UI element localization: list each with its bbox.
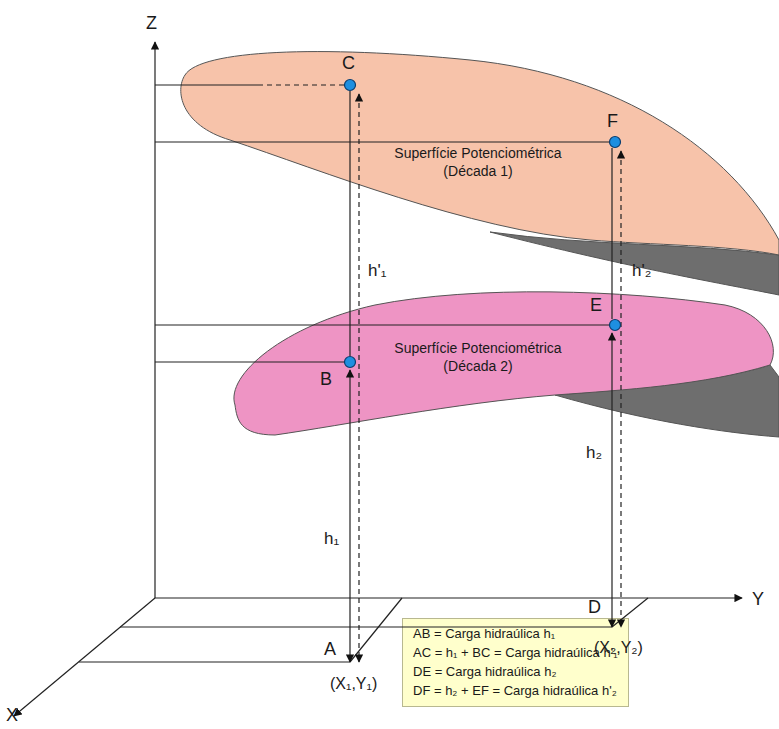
point-label: E xyxy=(590,296,602,314)
y-axis xyxy=(155,597,742,598)
point-dot xyxy=(345,80,356,91)
point-label: C xyxy=(342,54,355,72)
axis-label: Y xyxy=(752,590,764,608)
point-dot xyxy=(610,137,621,148)
surface-top xyxy=(234,292,773,435)
note-box: AB = Carga hidraúlica h₁AC = h₁ + BC = C… xyxy=(402,618,629,707)
leader-line xyxy=(155,361,344,362)
potentiometric-surface: Superfície Potenciométrica (Década 2) xyxy=(225,285,779,450)
potentiometric-surface: Superfície Potenciométrica (Década 1) xyxy=(170,40,779,298)
vertical-line xyxy=(611,148,612,319)
note-line: AB = Carga hidraúlica h₁ xyxy=(413,625,618,644)
note-line: DF = h₂ + EF = Carga hidraúlica h'₂ xyxy=(413,682,618,701)
leader-line xyxy=(155,141,609,142)
ground-line xyxy=(612,598,648,627)
point-label: D xyxy=(588,598,601,616)
x-axis xyxy=(14,598,155,716)
surface-label: Superfície Potenciométrica (Década 2) xyxy=(373,339,583,375)
leader-line xyxy=(155,84,258,85)
head-arrow xyxy=(611,333,612,627)
coordinate-label: (X₁,Y₁) xyxy=(330,676,377,692)
head-label: h₂ xyxy=(586,444,602,461)
point-label: F xyxy=(607,112,618,130)
ground-line xyxy=(79,661,350,662)
head-label: h₁ xyxy=(324,530,339,547)
leader-line xyxy=(155,324,609,325)
coordinate-label: (X₂,Y₂) xyxy=(594,640,643,656)
point-label: B xyxy=(320,370,332,388)
head-label: h'₂ xyxy=(632,262,651,279)
note-line: DE = Carga hidraúlica h₂ xyxy=(413,663,618,682)
axis-label: X xyxy=(6,706,18,724)
head-arrow xyxy=(358,94,359,662)
point-label: A xyxy=(324,640,336,658)
surface-top xyxy=(181,52,779,255)
point-dot xyxy=(610,320,621,331)
point-dot xyxy=(345,357,356,368)
ground-line xyxy=(350,598,402,662)
head-arrow xyxy=(349,370,350,662)
vertical-line xyxy=(349,91,350,356)
surface-label: Superfície Potenciométrica (Década 1) xyxy=(373,144,583,180)
axis-label: Z xyxy=(146,14,157,32)
head-label: h'₁ xyxy=(368,262,386,279)
note-line: AC = h₁ + BC = Carga hidraúlica h'₁ xyxy=(413,644,618,663)
z-axis xyxy=(154,42,155,598)
